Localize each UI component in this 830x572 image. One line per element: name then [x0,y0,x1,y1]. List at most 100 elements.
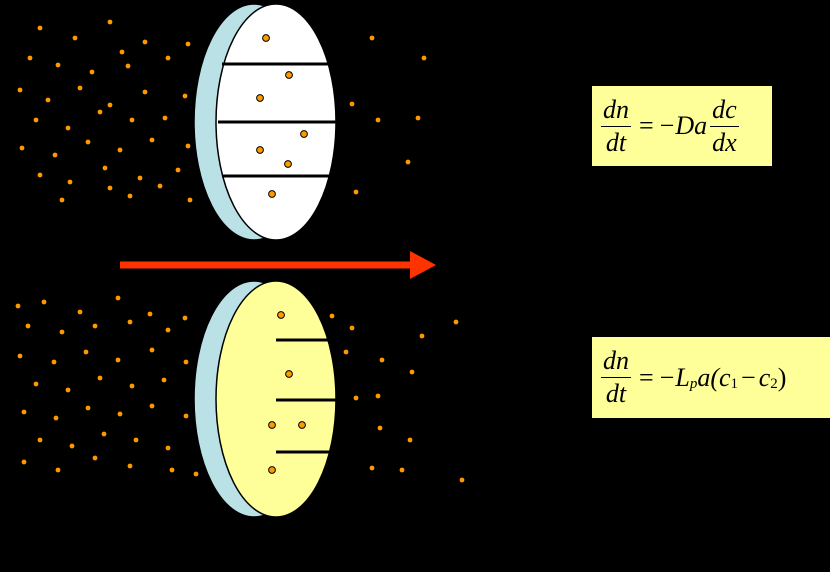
particle [17,353,23,359]
particle-field [15,19,465,483]
particle [459,477,465,483]
particle [453,319,459,325]
filtration-lhs-fraction: dn dt [601,348,631,407]
particle [25,323,31,329]
filtration-equals: = [639,362,654,392]
particle [285,71,293,79]
particle [161,377,167,383]
particle [89,69,95,75]
particle [55,62,61,68]
lower-membrane [193,280,337,518]
particle [45,97,51,103]
filtration-close-paren: ) [777,362,787,392]
filtration-c2: c [758,362,771,392]
particle [149,403,155,409]
particle [37,172,43,178]
particle [142,39,148,45]
particle [165,327,171,333]
particle [277,311,285,319]
particle [17,87,23,93]
flow-arrow-head [410,251,436,279]
particle [349,101,355,107]
filtration-minus: − [659,362,675,392]
particle [115,357,121,363]
particle [59,329,65,335]
particle [97,375,103,381]
particle [353,395,359,401]
particle [125,63,131,69]
particle [53,415,59,421]
particle [92,455,98,461]
diffusion-equals: = [639,111,654,140]
particle [415,115,421,121]
particle [33,117,39,123]
particle [183,359,189,365]
diffusion-gradient-numerator: dc [710,96,739,127]
particle [107,185,113,191]
particle [165,445,171,451]
particle [419,333,425,339]
particle [421,55,427,61]
membrane-particles [256,34,308,474]
particle [85,405,91,411]
filtration-equation: dn dt = − L p a(c 1 − c 2 ) [592,337,830,418]
particle [379,357,385,363]
particle [129,383,135,389]
particle [19,145,25,151]
particle [149,347,155,353]
particle [72,35,78,41]
upper-membrane [193,3,337,241]
particle [193,471,199,477]
particle [185,41,191,47]
particle [51,359,57,365]
particle [52,152,58,158]
filtration-lhs-numerator: dn [601,348,631,378]
particle [256,94,264,102]
filtration-coef-a: a(c [697,362,731,392]
particle [65,125,71,131]
flow-arrow [120,251,436,279]
particle [377,425,383,431]
particle [119,49,125,55]
particle [41,299,47,305]
particle [117,411,123,417]
particle [369,35,375,41]
particle [298,421,306,429]
diffusion-gradient-fraction: dc dx [710,96,739,156]
particle [175,167,181,173]
diffusion-coefficient: Da [675,111,708,140]
filtration-sub-2: 2 [770,376,778,392]
particle [182,315,188,321]
particle [69,443,75,449]
diffusion-equation: dn dt = − Da dc dx [592,86,772,166]
particle [185,143,191,149]
particle [165,55,171,61]
particle [268,190,276,198]
filtration-lhs-denominator: dt [605,379,627,408]
particle [268,466,276,474]
particle [268,421,276,429]
particle [375,393,381,399]
particle [107,19,113,25]
particle [77,85,83,91]
particle [83,349,89,355]
particle [127,463,133,469]
particle [182,93,188,99]
particle [409,369,415,375]
particle [21,409,27,415]
particle [300,130,308,138]
diffusion-lhs-numerator: dn [601,96,631,127]
particle [399,467,405,473]
particle [129,117,135,123]
particle [67,179,73,185]
particle [285,370,293,378]
particle [92,323,98,329]
particle [127,193,133,199]
particle [353,189,359,195]
particle [33,381,39,387]
diffusion-lhs-fraction: dn dt [601,96,631,156]
particle [407,437,413,443]
particle [127,319,133,325]
particle [59,197,65,203]
